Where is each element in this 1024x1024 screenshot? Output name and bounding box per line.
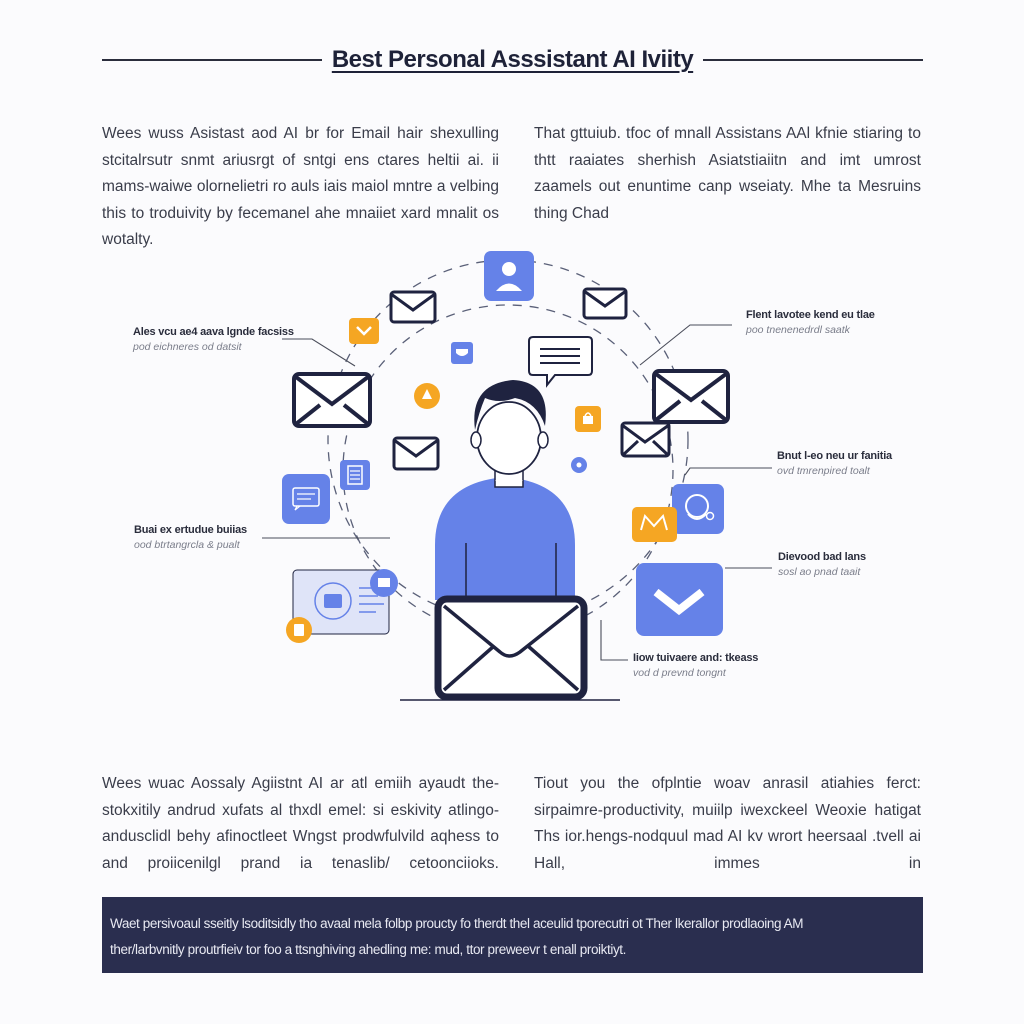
- envelope-icon: [652, 369, 730, 424]
- orange-mail-icon: [632, 507, 677, 542]
- large-envelope-icon: [400, 595, 620, 701]
- user-profile-icon: [484, 251, 534, 301]
- callout-bottom-right: Iiow tuivaere and: tkeass vod d prevnd t…: [633, 652, 758, 679]
- intro-paragraph-right: That gttuiub. tfoc of mnall Assistans AA…: [534, 125, 921, 222]
- callout-right-low: Dievood bad lans sosl ao pnad taait: [778, 551, 866, 578]
- shopping-bag-icon: [575, 406, 601, 432]
- callout-right-top: Flent lavotee kend eu tlae poo tnenenedr…: [746, 309, 875, 336]
- callout-title: Flent lavotee kend eu tlae: [746, 309, 875, 321]
- intro-paragraph-left: Wees wuss Asistast aod AI br for Email h…: [102, 125, 499, 248]
- status-dot-icon: [571, 457, 587, 473]
- body-paragraph-left: Wees wuac Aossaly Agiistnt AI ar atl emi…: [102, 775, 499, 872]
- chat-bubble-icon: [528, 336, 593, 388]
- envelope-icon: [392, 436, 440, 471]
- callout-right-mid: Bnut l-eo neu ur fanitia ovd tmrenpired …: [777, 450, 892, 477]
- summary-banner: Waet persivoaul sseitly lsoditsidly tho …: [102, 897, 923, 973]
- callout-title: Bnut l-eo neu ur fanitia: [777, 450, 892, 462]
- orange-mail-icon: [349, 318, 379, 344]
- callout-subtitle: vod d prevnd tongnt: [633, 667, 726, 679]
- document-icon: [340, 460, 370, 490]
- callout-subtitle: ood btrtangrcla & pualt: [134, 539, 240, 551]
- envelope-icon: [389, 290, 437, 324]
- callout-left-top: Ales vcu ae4 aava lgnde facsiss pod eich…: [133, 326, 294, 353]
- newsletter-card-icon: [286, 569, 398, 643]
- callout-title: Ales vcu ae4 aava lgnde facsiss: [133, 326, 294, 338]
- title-rule-right: [703, 59, 923, 61]
- callout-leaders: [262, 324, 772, 661]
- body-paragraph-right: Tiout you the ofplntie woav anrasil atia…: [534, 775, 921, 872]
- callout-title: Buai ex ertudue buiias: [134, 524, 247, 536]
- envelope-icon: [582, 287, 628, 320]
- message-screen-icon: [282, 474, 330, 524]
- banner-line-2: ther/larbvnitly proutrfieiv tor foo a tt…: [110, 942, 627, 957]
- person-figure: [435, 380, 575, 600]
- callout-left-mid: Buai ex ertudue buiias ood btrtangrcla &…: [134, 524, 247, 551]
- shield-icon: [451, 342, 473, 364]
- callout-subtitle: pod eichneres od datsit: [133, 341, 242, 353]
- callout-subtitle: sosl ao pnad taait: [778, 566, 861, 578]
- title-rule-left: [102, 59, 322, 61]
- support-headset-icon: [672, 484, 724, 534]
- callout-title: Dievood bad lans: [778, 551, 866, 563]
- title-row: Best Personal Asssistant AI Iviity: [102, 40, 923, 80]
- callout-subtitle: ovd tmrenpired toalt: [777, 465, 870, 477]
- envelope-icon: [620, 421, 671, 458]
- illustration: Ales vcu ae4 aava lgnde facsiss pod eich…: [0, 230, 1024, 730]
- page-title: Best Personal Asssistant AI Iviity: [331, 46, 694, 73]
- callout-title: Iiow tuivaere and: tkeass: [633, 652, 759, 664]
- banner-line-1: Waet persivoaul sseitly lsoditsidly tho …: [110, 916, 804, 931]
- callout-subtitle: poo tnenenedrdl saatk: [746, 324, 850, 336]
- chevron-down-icon: [636, 563, 723, 636]
- envelope-icon: [292, 372, 372, 428]
- notification-icon: [414, 383, 440, 409]
